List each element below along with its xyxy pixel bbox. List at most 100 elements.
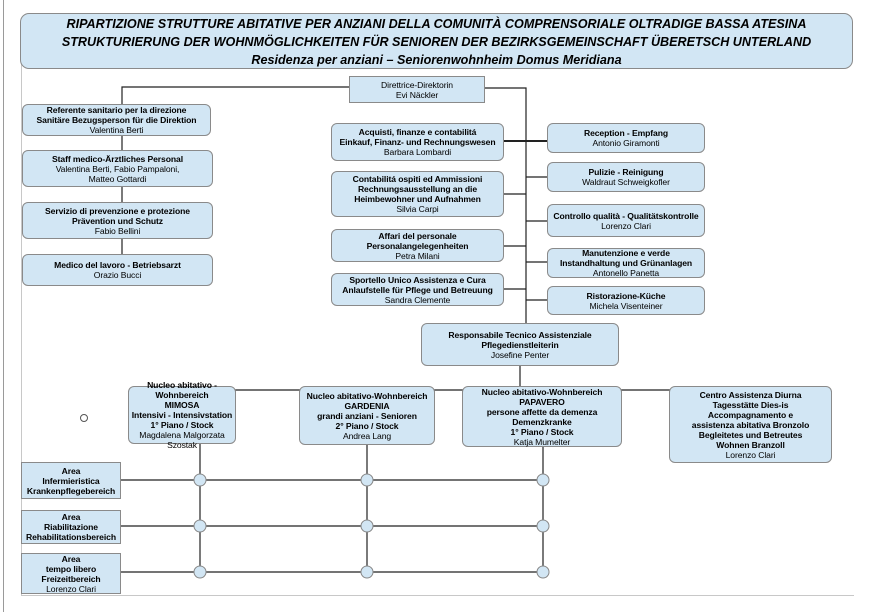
matrix-node: [536, 519, 550, 533]
director-role: Direttrice-Direktorin: [381, 79, 453, 90]
person-name: Katja Mumelter: [513, 436, 571, 447]
box-label: Staff medico-Ärztliches Personal: [52, 153, 183, 164]
box-label: Intensivi - Intensivstation: [131, 410, 233, 420]
chart-title: RIPARTIZIONE STRUTTURE ABITATIVE PER ANZ…: [20, 13, 853, 69]
matrix-node: [360, 565, 374, 579]
box-label: Referente sanitario per la direzione: [46, 105, 187, 115]
page-edge: [3, 0, 4, 612]
box-label: tempo libero: [45, 563, 97, 574]
matrix-node: [536, 565, 550, 579]
box-label: 2° Piano / Stock: [335, 420, 399, 431]
box-label: Begleitetes und Betreutes: [698, 429, 803, 440]
box-label: Ristorazione-Küche: [586, 290, 666, 301]
box-label: Pulizie - Reinigung: [588, 167, 664, 177]
box-label: Nucleo abitativo - Wohnbereich: [147, 380, 217, 400]
box-label: Instandhaltung und Grünanlagen: [559, 258, 693, 268]
stray-circle-icon: [80, 414, 88, 422]
box-label: Acquisti, finanze e contabilitá: [358, 127, 477, 137]
box-label: MIMOSA: [164, 400, 200, 410]
box-label: Anlaufstelle für Pflege und Betreuung: [342, 284, 493, 295]
person-name: Barbara Lombardi: [383, 147, 452, 157]
box-label: Responsabile Tecnico Assistenziale: [448, 329, 592, 340]
box-label: Medico del lavoro - Betriebsarzt: [54, 260, 181, 270]
box-label: 1° Piano / Stock: [510, 426, 574, 437]
matrix-node: [536, 473, 550, 487]
title-line-it: RIPARTIZIONE STRUTTURE ABITATIVE PER ANZ…: [66, 17, 807, 31]
box-label: GARDENIA: [344, 400, 390, 411]
box-label: Demenzkranke: [512, 416, 572, 427]
box-label: Sportello Unico Assistenza e Cura: [349, 274, 486, 285]
box-label: Affari del personale: [378, 230, 457, 241]
person-name: Antonello Panetta: [592, 268, 660, 278]
box-label: grandi anziani - Senioren: [317, 410, 417, 421]
matrix-node: [193, 565, 207, 579]
person-name: Michela Visenteiner: [589, 300, 663, 311]
box-label: Riabilitazione: [44, 522, 98, 532]
person-name: Andrea Lang: [342, 430, 392, 441]
box-label: Area: [61, 465, 81, 476]
box-label: Prävention und Schutz: [71, 215, 163, 226]
person-name: Orazio Bucci: [93, 270, 142, 280]
matrix-node: [193, 473, 207, 487]
box-label: Area: [61, 512, 81, 522]
person-name: Magdalena Malgorzata Szostak: [139, 430, 225, 450]
person-name: Lorenzo Clari: [725, 449, 776, 460]
director-box[interactable]: Direttrice-Direktorin Evi Näckler: [349, 76, 485, 103]
person-name: Antonio Giramonti: [592, 138, 660, 148]
box-label: Contabilitá ospiti ed Ammissioni: [352, 174, 483, 184]
person-name: Lorenzo Clari: [601, 220, 651, 231]
person-name: Silvia Carpi: [396, 204, 439, 214]
box-label: Pflegedienstleiterin: [481, 339, 559, 350]
box-label: 1° Piano / Stock: [150, 420, 214, 430]
box-label: Reception - Empfang: [583, 128, 669, 138]
person-name: Valentina Berti, Fabio Pampaloni,: [55, 163, 180, 174]
box-label: PAPAVERO: [519, 396, 565, 407]
person-name: Sandra Clemente: [384, 294, 451, 305]
box-label: Controllo qualità - Qualitätskontrolle: [553, 210, 699, 221]
person-name: Petra Milani: [395, 250, 440, 261]
box-label: Freizeitbereich: [41, 573, 101, 584]
box-label: Rechnungsausstellung an die: [357, 184, 478, 194]
title-line-residence: Residenza per anziani – Seniorenwohnheim…: [251, 53, 622, 67]
box-label: Accompagnamento e: [707, 409, 794, 420]
box-label: persone affette da demenza: [486, 406, 598, 417]
person-name: Valentina Berti: [89, 125, 144, 135]
box-label: Centro Assistenza Diurna: [699, 389, 802, 400]
matrix-node: [360, 473, 374, 487]
title-line-de: STRUKTURIERUNG DER WOHNMÖGLICHKEITEN FÜR…: [61, 35, 812, 49]
box-label: Infermieristica: [42, 475, 100, 486]
person-name: Waldraut Schweigkofler: [582, 177, 670, 187]
director-name: Evi Näckler: [395, 89, 439, 100]
box-label: Wohnen Branzoll: [716, 439, 785, 450]
box-label: Rehabilitationsbereich: [26, 532, 116, 542]
chart-frame: [21, 60, 854, 596]
box-label: Manutenzione e verde: [582, 248, 670, 258]
box-label: Nucleo abitativo-Wohnbereich: [306, 390, 428, 401]
person-name: Josefine Penter: [490, 349, 550, 360]
box-label: Heimbewohner und Aufnahmen: [354, 194, 481, 204]
person-name: Fabio Bellini: [94, 225, 141, 236]
box-label: Servizio di prevenzione e protezione: [45, 205, 190, 216]
